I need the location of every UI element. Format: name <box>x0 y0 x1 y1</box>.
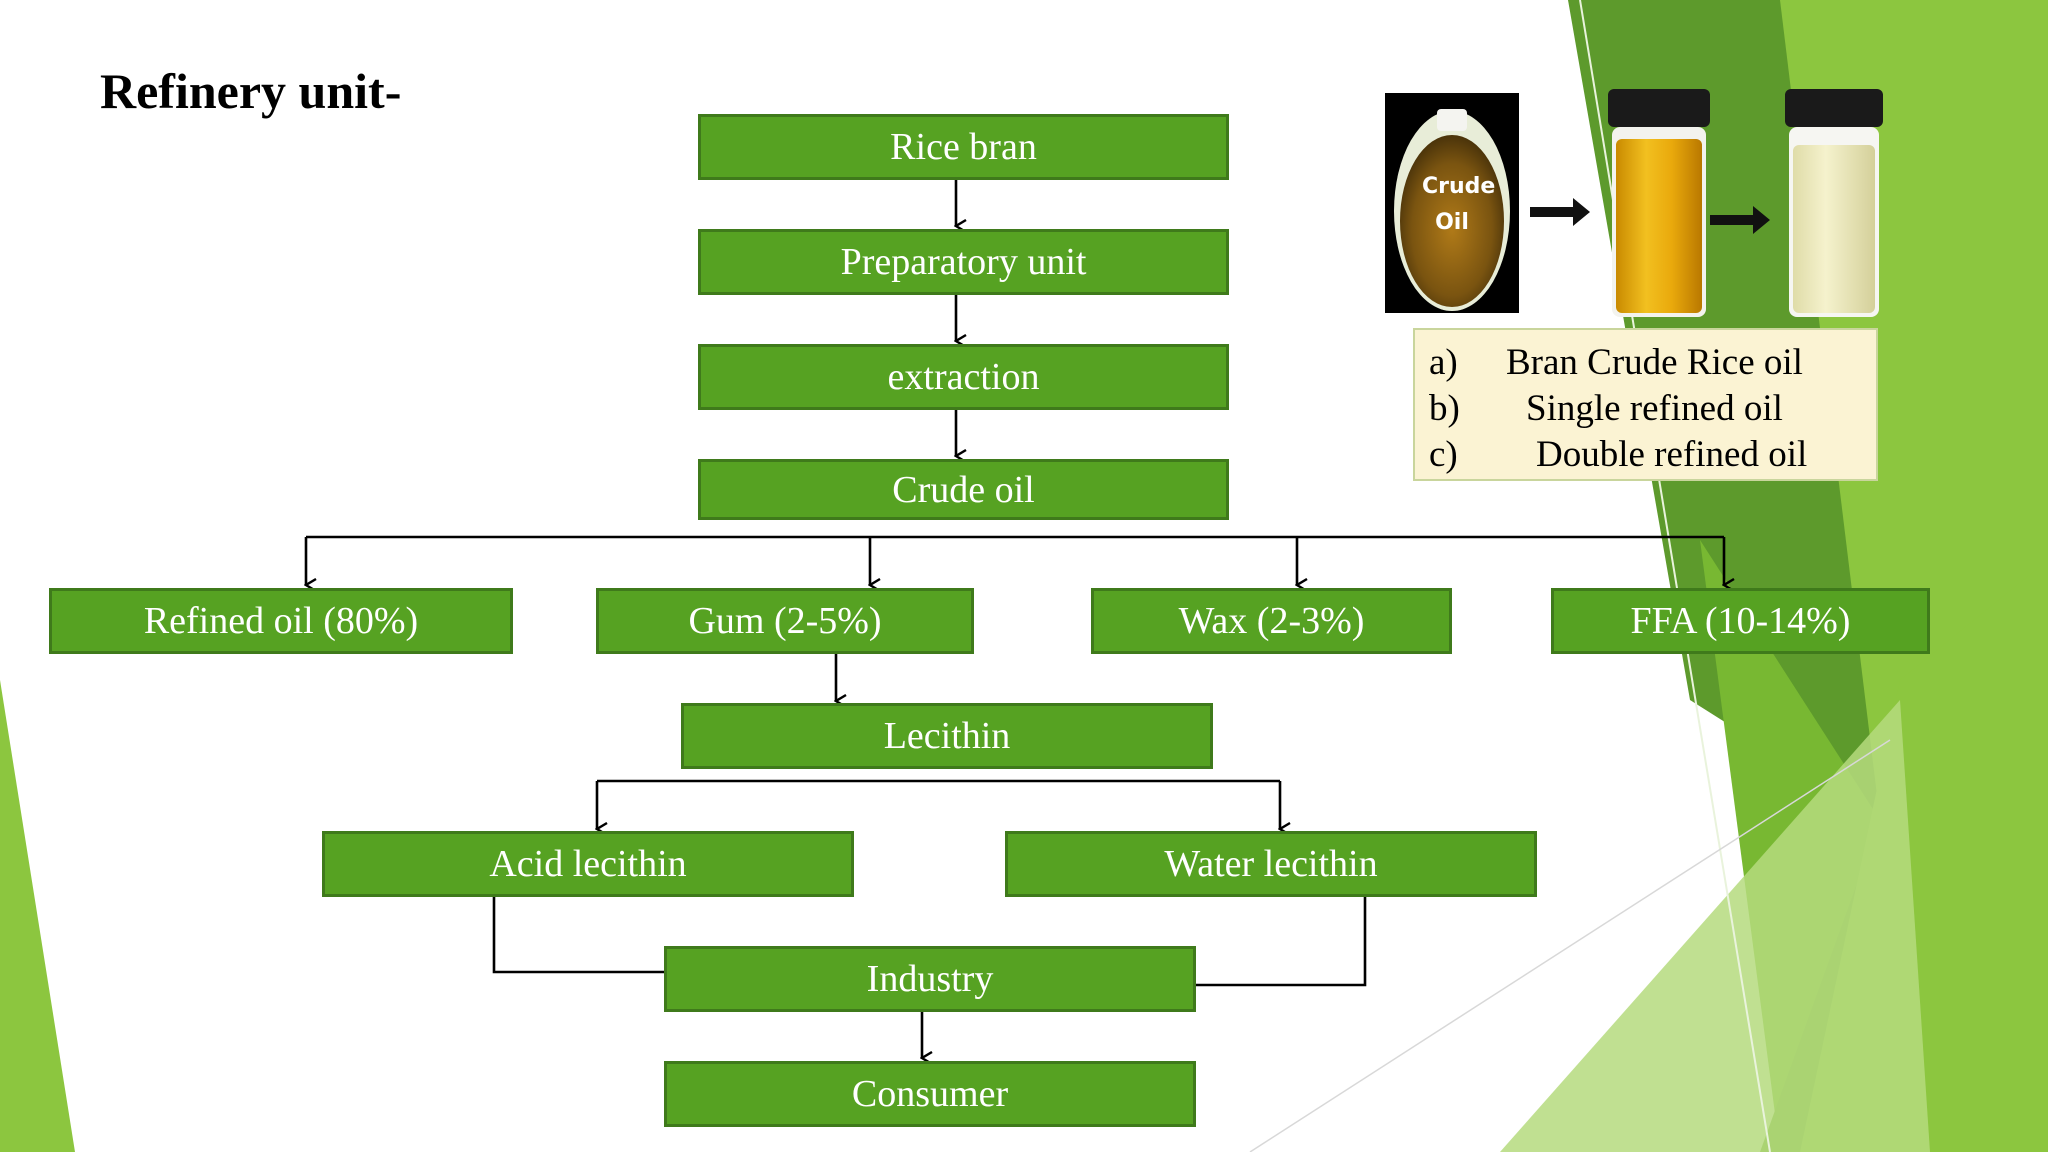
crude-oil-label-line2: Oil <box>1435 210 1469 235</box>
node-acid-lecithin: Acid lecithin <box>322 831 854 897</box>
legend-item: a) Bran Crude Rice oil <box>1429 340 1803 386</box>
node-extraction: extraction <box>698 344 1229 410</box>
crude-oil-label-line1: Crude <box>1422 174 1496 199</box>
node-water-lecithin: Water lecithin <box>1005 831 1537 897</box>
single-refined-oil-photo <box>1608 89 1710 317</box>
oil-legend: a) Bran Crude Rice oil b) Single refined o… <box>1413 328 1878 481</box>
right-arrow-icon <box>1530 198 1770 234</box>
legend-text: Single refined oil <box>1526 388 1783 429</box>
legend-mark: b) <box>1429 388 1460 429</box>
node-gum: Gum (2-5%) <box>596 588 974 654</box>
node-crude-oil: Crude oil <box>698 459 1229 520</box>
legend-text: Double refined oil <box>1536 434 1808 475</box>
double-refined-oil-photo <box>1785 89 1883 317</box>
node-wax: Wax (2-3%) <box>1091 588 1452 654</box>
page-title: Refinery unit- <box>100 63 402 119</box>
legend-mark: c) <box>1429 434 1458 475</box>
node-consumer: Consumer <box>664 1061 1196 1127</box>
node-lecithin: Lecithin <box>681 703 1213 769</box>
node-industry: Industry <box>664 946 1196 1012</box>
legend-mark: a) <box>1429 342 1458 383</box>
crude-oil-photo <box>1385 93 1519 313</box>
node-preparatory-unit: Preparatory unit <box>698 229 1229 295</box>
legend-text: Bran Crude Rice oil <box>1506 342 1803 383</box>
node-refined-oil: Refined oil (80%) <box>49 588 513 654</box>
node-rice-bran: Rice bran <box>698 114 1229 180</box>
legend-item: c) Double refined oil <box>1429 432 1807 478</box>
legend-item: b) Single refined oil <box>1429 386 1783 432</box>
node-ffa: FFA (10-14%) <box>1551 588 1930 654</box>
